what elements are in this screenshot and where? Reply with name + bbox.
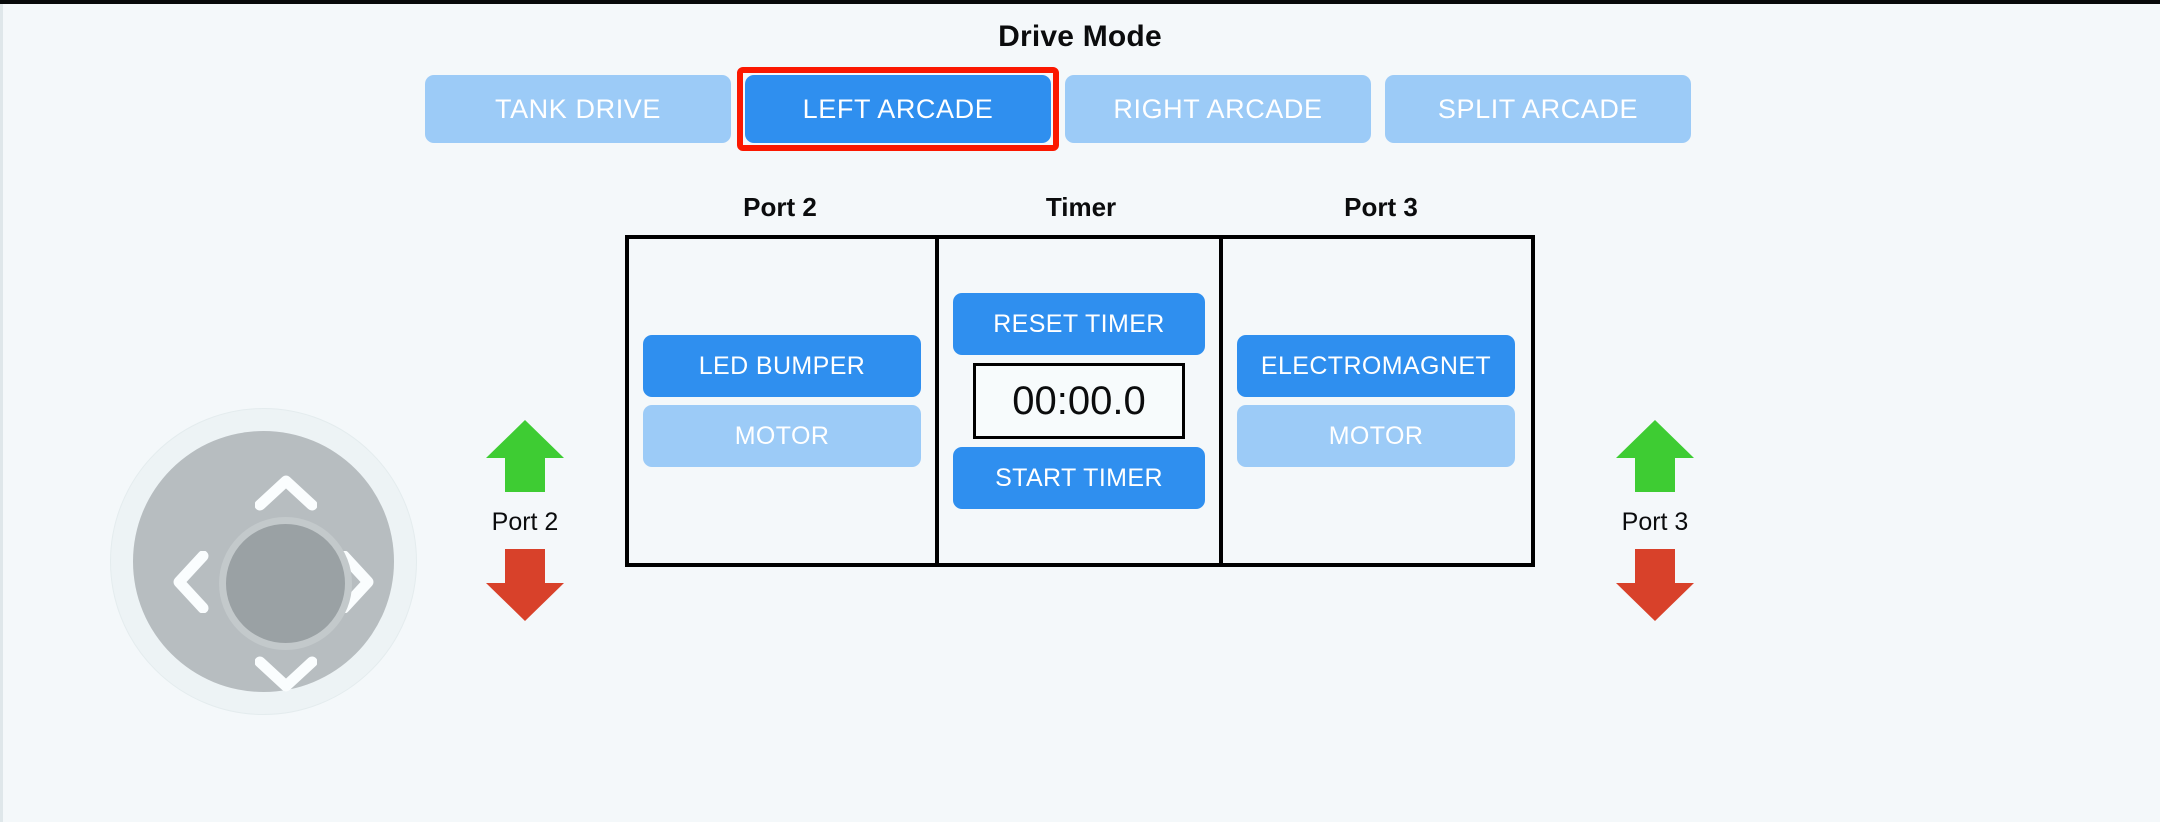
drive-mode-wrap-tank-drive: TANK DRIVE	[425, 75, 731, 143]
chevron-up-icon[interactable]	[255, 473, 317, 511]
dpad-disc[interactable]	[133, 431, 394, 692]
column-heading-port3: Port 3	[1344, 192, 1418, 222]
page-title: Drive Mode	[998, 20, 1162, 53]
start-timer-button[interactable]: START TIMER	[953, 447, 1205, 509]
port3-motor-button[interactable]: MOTOR	[1237, 405, 1515, 467]
reset-timer-button[interactable]: RESET TIMER	[953, 293, 1205, 355]
drive-mode-wrap-split-arcade: SPLIT ARCADE	[1385, 75, 1691, 143]
chevron-right-icon[interactable]	[338, 551, 376, 613]
port3-electromagnet-button[interactable]: ELECTROMAGNET	[1237, 335, 1515, 397]
arrow-up-icon[interactable]	[484, 418, 566, 494]
panel-column-port2: LED BUMPER MOTOR	[629, 239, 935, 563]
dpad-knob[interactable]	[219, 517, 352, 650]
drive-mode-button-tank-drive[interactable]: TANK DRIVE	[425, 75, 731, 143]
port2-motor-button[interactable]: MOTOR	[643, 405, 921, 467]
control-panel: LED BUMPER MOTOR RESET TIMER 00:00.0 STA…	[625, 235, 1535, 567]
dpad-joystick[interactable]	[110, 408, 417, 715]
port2-arrow-group: Port 2	[440, 418, 610, 623]
arrow-down-icon[interactable]	[1614, 547, 1696, 623]
port2-led-bumper-button[interactable]: LED BUMPER	[643, 335, 921, 397]
chevron-left-icon[interactable]	[171, 551, 209, 613]
panel-column-timer: RESET TIMER 00:00.0 START TIMER	[935, 239, 1223, 563]
arrow-down-icon[interactable]	[484, 547, 566, 623]
drive-mode-button-left-arcade[interactable]: LEFT ARCADE	[745, 75, 1051, 143]
panel-column-port3: ELECTROMAGNET MOTOR	[1223, 239, 1529, 563]
chevron-down-icon[interactable]	[255, 656, 317, 694]
drive-mode-button-group: TANK DRIVE LEFT ARCADE RIGHT ARCADE SPLI…	[425, 67, 1691, 151]
left-edge-strip	[0, 4, 3, 822]
column-heading-timer: Timer	[1045, 192, 1117, 222]
drive-mode-selection-highlight: LEFT ARCADE	[737, 67, 1059, 151]
arrow-up-icon[interactable]	[1614, 418, 1696, 494]
drive-mode-button-split-arcade[interactable]: SPLIT ARCADE	[1385, 75, 1691, 143]
port2-arrow-label: Port 2	[491, 508, 559, 536]
drive-mode-wrap-right-arcade: RIGHT ARCADE	[1065, 75, 1371, 143]
column-heading-port2: Port 2	[743, 192, 817, 222]
top-black-bar	[0, 0, 2160, 4]
port3-arrow-label: Port 3	[1621, 508, 1689, 536]
drive-mode-button-right-arcade[interactable]: RIGHT ARCADE	[1065, 75, 1371, 143]
timer-display: 00:00.0	[973, 363, 1185, 439]
port3-arrow-group: Port 3	[1570, 418, 1740, 623]
